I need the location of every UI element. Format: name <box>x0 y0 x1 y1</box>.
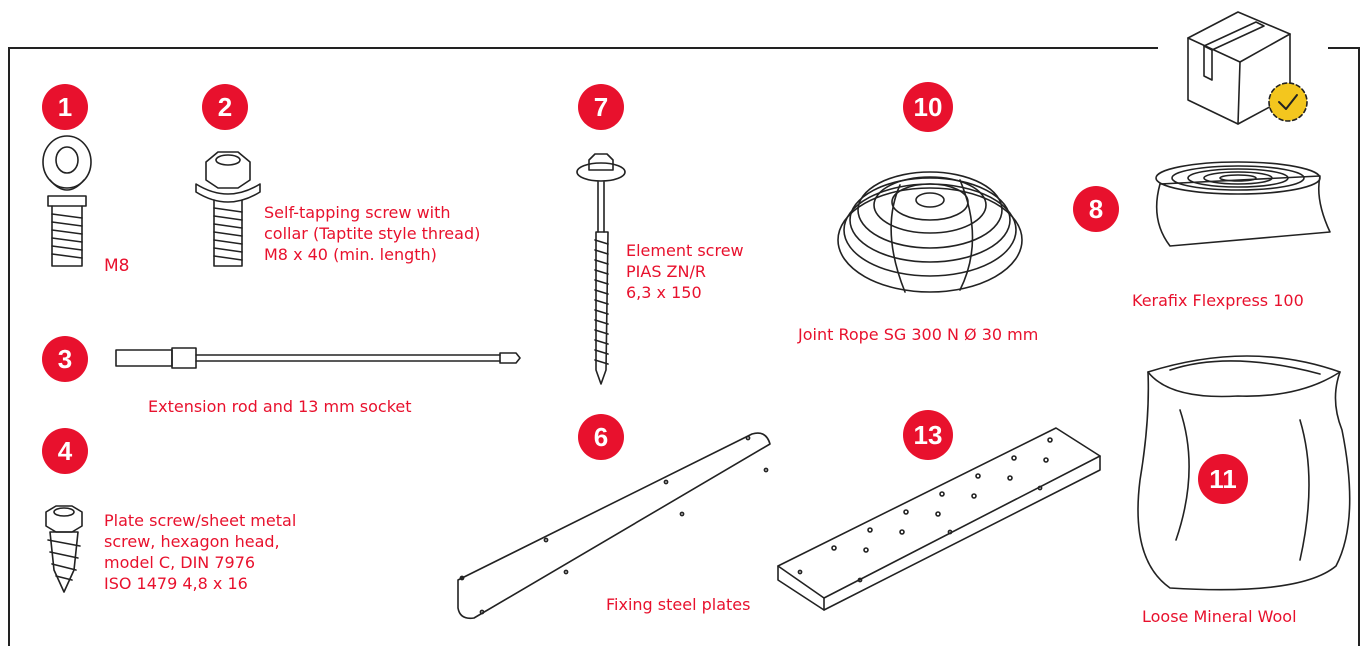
angle-bracket-icon <box>777 427 1101 611</box>
badge-1: 1 <box>42 84 88 130</box>
package-checked-icon <box>1187 11 1308 125</box>
badge-7: 7 <box>578 84 624 130</box>
self-tapping-screw-label: Self-tapping screw with collar (Taptite … <box>264 203 481 264</box>
plate-screw-icon <box>45 505 83 593</box>
plate-screw-label: Plate screw/sheet metal screw, hexagon h… <box>104 511 297 593</box>
mineral-wool-label: Loose Mineral Wool <box>1142 607 1297 626</box>
eye-bolt-icon <box>42 135 92 267</box>
kerafix-label: Kerafix Flexpress 100 <box>1132 291 1304 310</box>
kerafix-roll-icon <box>1155 161 1331 247</box>
element-screw-icon <box>576 153 626 385</box>
badge-6: 6 <box>578 414 624 460</box>
joint-rope-label: Joint Rope SG 300 N Ø 30 mm <box>798 325 1039 344</box>
element-screw-label: Element screw PIAS ZN/R 6,3 x 150 <box>626 241 744 302</box>
badge-8: 8 <box>1073 186 1119 232</box>
extension-rod-label: Extension rod and 13 mm socket <box>148 397 412 416</box>
extension-rod-icon <box>115 347 521 369</box>
badge-2: 2 <box>202 84 248 130</box>
badge-11: 11 <box>1198 454 1248 504</box>
badge-10: 10 <box>903 82 953 132</box>
eye-bolt-label: M8 <box>104 256 130 276</box>
badge-4: 4 <box>42 428 88 474</box>
fixing-steel-plate-icon <box>457 432 771 620</box>
badge-13: 13 <box>903 410 953 460</box>
self-tapping-screw-icon <box>195 151 261 267</box>
joint-rope-icon <box>837 171 1023 293</box>
diagram-frame <box>8 47 1360 646</box>
fixing-plates-label: Fixing steel plates <box>606 595 751 614</box>
badge-3: 3 <box>42 336 88 382</box>
